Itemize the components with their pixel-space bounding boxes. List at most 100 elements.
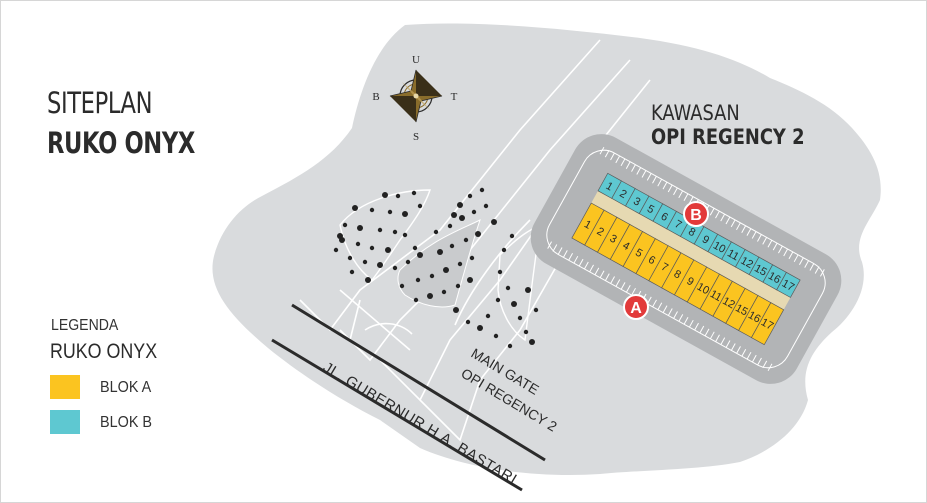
compass-east: T (451, 91, 458, 103)
tree-icon (399, 283, 405, 289)
tree-icon (427, 293, 433, 299)
tree-icon (362, 259, 368, 265)
blok-b-unit-number: 6 (659, 210, 670, 223)
tree-icon (449, 243, 455, 249)
blok-a-unit-number: 3 (608, 232, 619, 245)
tree-icon (495, 297, 501, 303)
blok-a-unit-number: 6 (646, 254, 657, 267)
tree-icon (385, 247, 391, 253)
blok-a-unit-number: 1 (582, 218, 593, 231)
blok-b-unit-number: 12 (738, 255, 755, 271)
blok-a-unit (750, 302, 785, 346)
blok-a-unit-number: 16 (746, 309, 763, 325)
tree-icon (491, 219, 497, 225)
blok-a-unit-number: 5 (633, 247, 644, 260)
area-name: OPI REGENCY 2 (651, 125, 805, 149)
tree-icon (479, 187, 485, 193)
tree-icon (483, 203, 489, 209)
tree-icon (529, 339, 535, 345)
tree-icon (333, 247, 339, 253)
page-title-line-2: RUKO ONYX (47, 126, 195, 160)
legend-title: LEGENDA (51, 317, 119, 334)
blok-b-unit-number: 7 (672, 218, 683, 231)
tree-icon (369, 245, 375, 251)
tree-icon (457, 202, 463, 208)
blok-a-unit-number: 10 (695, 281, 712, 297)
tree-icon (505, 285, 511, 291)
tree-icon (477, 325, 483, 331)
marker-a: A (623, 294, 649, 320)
blok-a-unit-number: 11 (708, 288, 724, 304)
tree-icon (415, 277, 421, 283)
page-title-line-1: SITEPLAN (47, 86, 153, 120)
tree-icon (402, 232, 408, 238)
main-road-line-2 (291, 303, 546, 462)
tree-icon (382, 192, 388, 198)
tree-icon (437, 249, 443, 255)
tree-icon (469, 255, 475, 261)
tree-icon (523, 329, 529, 335)
tree-icon (412, 245, 418, 251)
tree-icon (392, 229, 398, 235)
blok-b-unit-number: 8 (686, 226, 697, 239)
tree-icon (451, 212, 457, 218)
tree-icon (337, 233, 343, 239)
tree-icon (417, 203, 423, 209)
tree-icon (377, 262, 383, 268)
tree-icon (471, 209, 477, 215)
blok-b-unit-number: 9 (700, 233, 711, 246)
blok-b-unit-number: 3 (631, 195, 642, 208)
tree-icon (369, 207, 375, 213)
blok-b-unit-number: 11 (725, 247, 741, 263)
tree-icon (413, 297, 419, 303)
main-road-line-1 (271, 338, 523, 492)
legend-label-blok-b: BLOK B (100, 414, 153, 431)
blok-b-unit-number: 17 (780, 278, 797, 294)
tree-icon (459, 215, 465, 221)
tree-icon (533, 307, 539, 313)
tree-icon (417, 252, 423, 258)
tree-icon (485, 313, 491, 319)
tree-icon (509, 233, 515, 239)
compass-star-icon (389, 69, 443, 123)
blok-b-unit-number: 16 (766, 270, 783, 286)
compass-rose: U S T B (372, 54, 457, 143)
blok-a-unit-number: 12 (720, 295, 737, 311)
blok-b-unit (776, 271, 801, 298)
blok-a-unit-number: 15 (733, 302, 750, 318)
tree-icon (525, 287, 531, 293)
tree-icon (392, 265, 398, 271)
tree-icon (463, 237, 469, 243)
tree-icon (467, 277, 473, 283)
tree-icon (465, 319, 471, 325)
tree-icon (347, 255, 353, 261)
tree-icon (497, 269, 503, 275)
tree-icon (447, 223, 453, 229)
blok-a-unit-number: 9 (685, 275, 696, 288)
blok-b-unit-number: 15 (752, 262, 769, 278)
tree-icon (342, 222, 348, 228)
tree-icon (453, 307, 459, 313)
tree-icon (457, 261, 463, 267)
tree-icon (441, 289, 447, 295)
tree-icon (365, 277, 371, 283)
area-label: KAWASAN (651, 101, 740, 125)
blok-b-unit-number: 5 (645, 203, 656, 216)
marker-b: B (683, 201, 709, 227)
tree-icon (357, 225, 363, 231)
tree-icon (387, 209, 393, 215)
compass-south: S (413, 131, 419, 143)
tree-icon (395, 193, 401, 199)
marker-a-label: A (630, 300, 642, 317)
tree-icon (405, 259, 411, 265)
blok-a-unit-number: 17 (759, 316, 776, 332)
legend-swatch-blok-b (50, 410, 80, 434)
legend-swatch-blok-a (50, 375, 80, 399)
tree-icon (433, 229, 439, 235)
blok-a-unit-number: 7 (659, 261, 670, 274)
tree-icon (352, 205, 358, 211)
blok-b-unit-number: 2 (617, 188, 628, 201)
tree-icon (507, 343, 513, 349)
trees (333, 187, 539, 349)
